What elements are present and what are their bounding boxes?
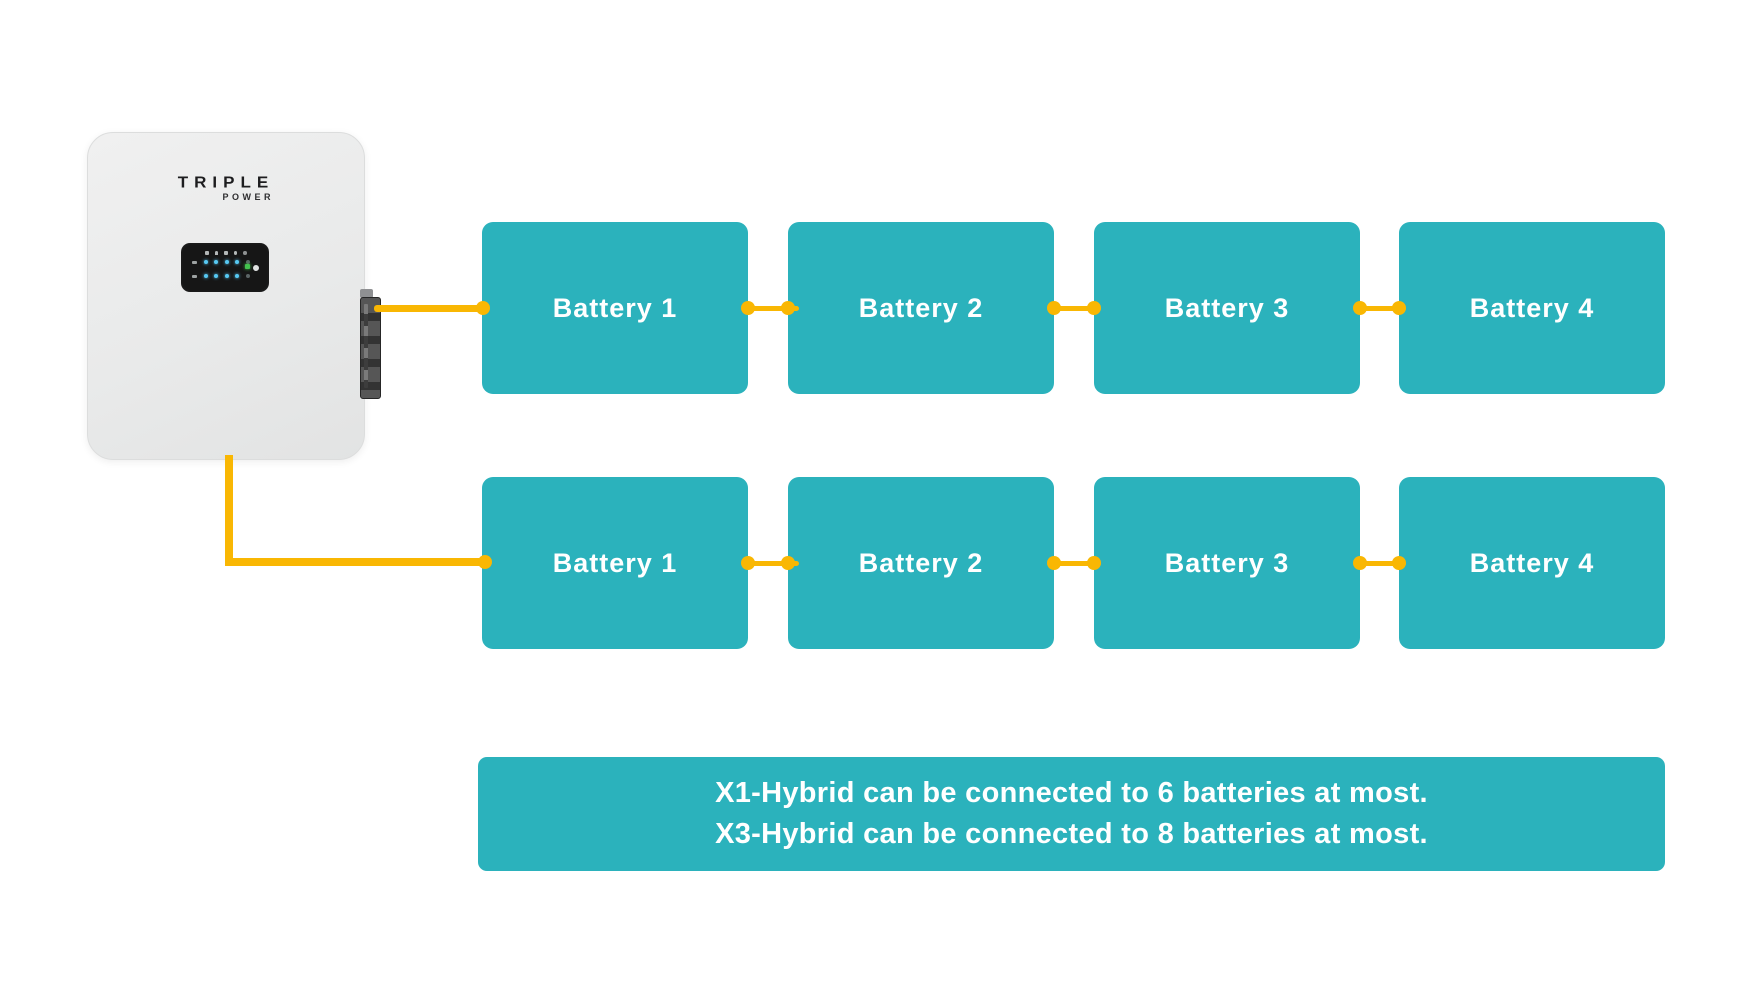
- status-icon: [243, 251, 247, 255]
- link-dot: [1392, 556, 1406, 570]
- led-row-label: [192, 260, 197, 264]
- battery-box-r2-3: Battery 3: [1094, 477, 1360, 649]
- status-icon: [205, 251, 209, 255]
- led-indicator: [214, 260, 218, 264]
- status-icon: [233, 251, 237, 255]
- status-icon: [224, 251, 228, 255]
- link-r1-b1-b2: [748, 305, 799, 311]
- battery-label: Battery 2: [858, 292, 984, 323]
- note-banner: X1-Hybrid can be connected to 6 batterie…: [478, 757, 1665, 871]
- battery-label: Battery 1: [552, 292, 678, 323]
- cable-junction-dot: [478, 555, 492, 569]
- link-dot: [1047, 556, 1061, 570]
- led-row-2: [192, 274, 250, 278]
- led-indicator: [203, 274, 208, 278]
- battery-connector-port: [360, 297, 381, 399]
- link-r2-b1-b2: [748, 560, 799, 566]
- link-dot: [781, 301, 795, 315]
- link-dot: [741, 556, 755, 570]
- triple-power-logo: TRIPLE POWER: [88, 173, 364, 202]
- led-indicator: [245, 274, 250, 278]
- led-indicator: [245, 260, 250, 264]
- led-row-label: [192, 274, 197, 278]
- link-r1-b3-b4: [1360, 305, 1406, 311]
- led-indicator: [224, 260, 229, 264]
- link-dot: [1087, 556, 1101, 570]
- connector-clip: [360, 289, 373, 298]
- led-row-1: [192, 260, 250, 264]
- inverter-device: TRIPLE POWER: [87, 132, 381, 460]
- battery-box-r2-2: Battery 2: [788, 477, 1054, 649]
- link-r1-b2-b3: [1054, 305, 1101, 311]
- battery-box-r1-1: Battery 1: [482, 222, 748, 394]
- battery-box-r2-4: Battery 4: [1399, 477, 1665, 649]
- link-r2-b3-b4: [1360, 560, 1406, 566]
- status-icons: [205, 251, 247, 255]
- cable-inverter-string2-horizontal: [225, 558, 485, 566]
- link-r2-b2-b3: [1054, 560, 1101, 566]
- status-icon: [214, 251, 218, 255]
- led-indicator: [235, 274, 239, 278]
- link-dot: [1353, 301, 1367, 315]
- battery-label: Battery 1: [552, 547, 678, 578]
- battery-label: Battery 3: [1164, 292, 1290, 323]
- link-dot: [741, 301, 755, 315]
- battery-box-r1-2: Battery 2: [788, 222, 1054, 394]
- led-display: [181, 243, 269, 292]
- brand-title: TRIPLE: [177, 174, 275, 192]
- led-indicator: [214, 274, 218, 278]
- battery-label: Battery 4: [1469, 547, 1595, 578]
- led-indicator: [203, 260, 208, 264]
- battery-label: Battery 2: [858, 547, 984, 578]
- note-line-1: X1-Hybrid can be connected to 6 batterie…: [715, 777, 1428, 809]
- battery-box-r1-4: Battery 4: [1399, 222, 1665, 394]
- battery-box-r1-3: Battery 3: [1094, 222, 1360, 394]
- power-led-green: [245, 264, 250, 269]
- battery-label: Battery 3: [1164, 547, 1290, 578]
- link-dot: [1047, 301, 1061, 315]
- battery-box-r2-1: Battery 1: [482, 477, 748, 649]
- led-indicator: [224, 274, 229, 278]
- link-dot: [1392, 301, 1406, 315]
- cable-inverter-string2-vertical: [225, 455, 233, 566]
- link-dot: [1353, 556, 1367, 570]
- link-dot: [1087, 301, 1101, 315]
- brand-subtitle: POWER: [222, 192, 274, 202]
- power-led-white: [252, 264, 259, 271]
- cable-junction-dot: [476, 301, 490, 315]
- note-line-2: X3-Hybrid can be connected to 8 batterie…: [715, 818, 1428, 850]
- link-dot: [781, 556, 795, 570]
- led-indicator: [235, 260, 239, 264]
- battery-label: Battery 4: [1469, 292, 1595, 323]
- cable-inverter-string1: [374, 304, 486, 312]
